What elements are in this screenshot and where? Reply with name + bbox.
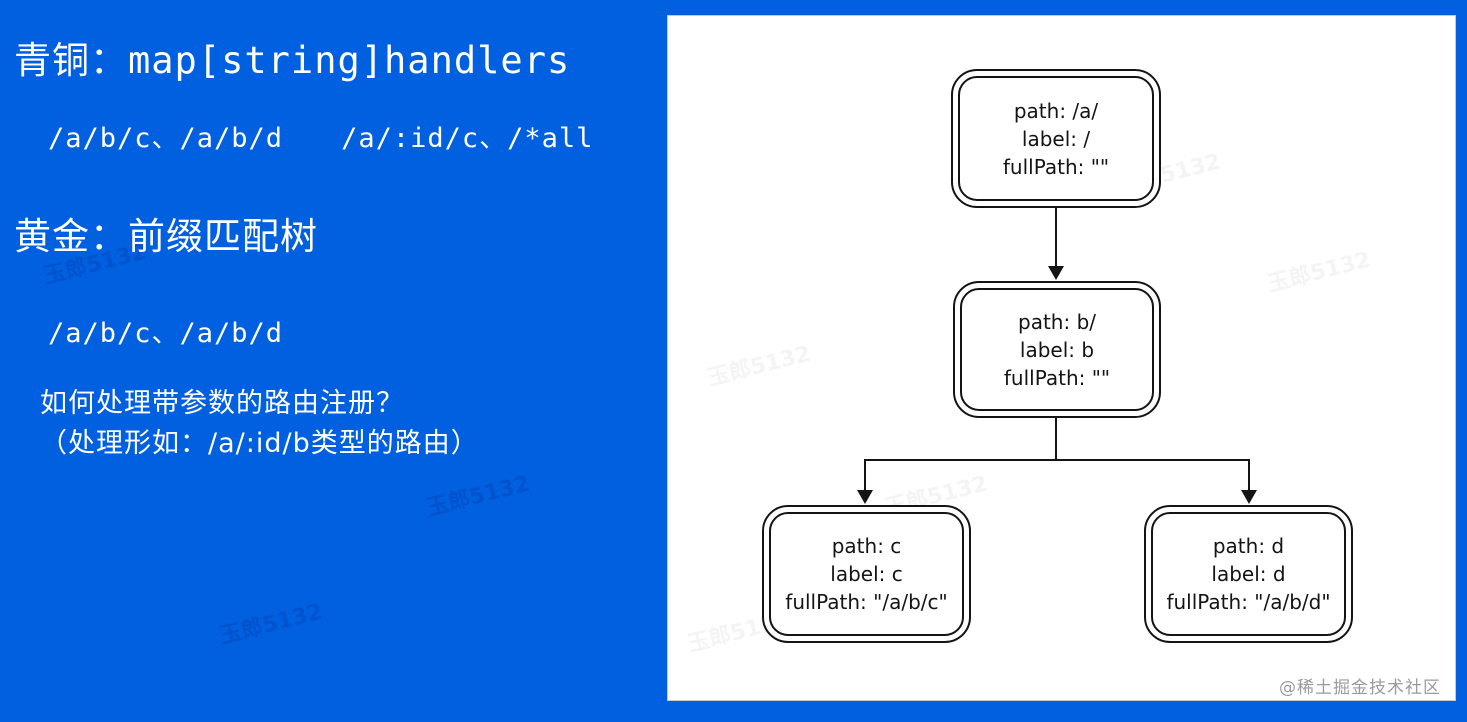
bronze-routes-static: /a/b/c、/a/b/d: [48, 123, 284, 154]
node-fullpath: fullPath: "/a/b/d": [1166, 590, 1331, 614]
tree-node-b-inner: path: b/ label: b fullPath: "": [960, 288, 1154, 411]
juejin-community-credit: @稀土掘金技术社区: [1279, 678, 1441, 698]
watermark: 玉郎5132: [705, 341, 814, 392]
node-label: label: c: [830, 562, 903, 586]
node-fullpath: fullPath: "": [1002, 154, 1110, 179]
tree-node-d: path: d label: d fullPath: "/a/b/d": [1144, 505, 1353, 643]
node-path: path: c: [831, 534, 902, 558]
gold-route-examples: /a/b/c、/a/b/d: [48, 318, 284, 349]
tree-node-d-inner: path: d label: d fullPath: "/a/b/d": [1151, 512, 1346, 636]
question-line-2: （处理形如：/a/:id/b类型的路由）: [40, 428, 479, 459]
tree-node-c: path: c label: c fullPath: "/a/b/c": [762, 505, 971, 643]
watermark: 玉郎5132: [1265, 247, 1374, 298]
node-path: path: d: [1212, 534, 1285, 558]
heading-bronze-map-handlers: 青铜：map[string]handlers: [14, 39, 571, 82]
question-line-1: 如何处理带参数的路由注册？: [40, 388, 404, 419]
arrowhead-icon: [1241, 490, 1257, 504]
node-fullpath: fullPath: "/a/b/c": [785, 590, 948, 614]
node-label: label: /: [1021, 126, 1091, 151]
arrowhead-icon: [857, 490, 873, 504]
diagram-panel: 玉郎5132 玉郎5132 玉郎5132 玉郎5132 玉郎5132 path:…: [667, 15, 1456, 701]
arrowhead-icon: [1048, 266, 1064, 280]
node-label: label: d: [1211, 562, 1286, 586]
heading-gold-prefix-tree: 黄金：前缀匹配树: [14, 215, 318, 258]
node-fullpath: fullPath: "": [1003, 365, 1111, 390]
watermark: 玉郎5132: [217, 599, 326, 650]
tree-node-b: path: b/ label: b fullPath: "": [953, 281, 1161, 418]
bronze-routes-params: /a/:id/c、/*all: [341, 123, 594, 154]
node-path: path: b/: [1018, 309, 1096, 334]
tree-node-root-inner: path: /a/ label: / fullPath: "": [958, 76, 1154, 201]
tree-node-c-inner: path: c label: c fullPath: "/a/b/c": [769, 512, 964, 636]
node-label: label: b: [1019, 337, 1095, 362]
tree-node-root: path: /a/ label: / fullPath: "": [951, 69, 1161, 208]
bronze-route-examples: /a/b/c、/a/b/d /a/:id/c、/*all: [48, 116, 593, 155]
watermark: 玉郎5132: [424, 471, 533, 522]
node-path: path: /a/: [1013, 98, 1099, 123]
